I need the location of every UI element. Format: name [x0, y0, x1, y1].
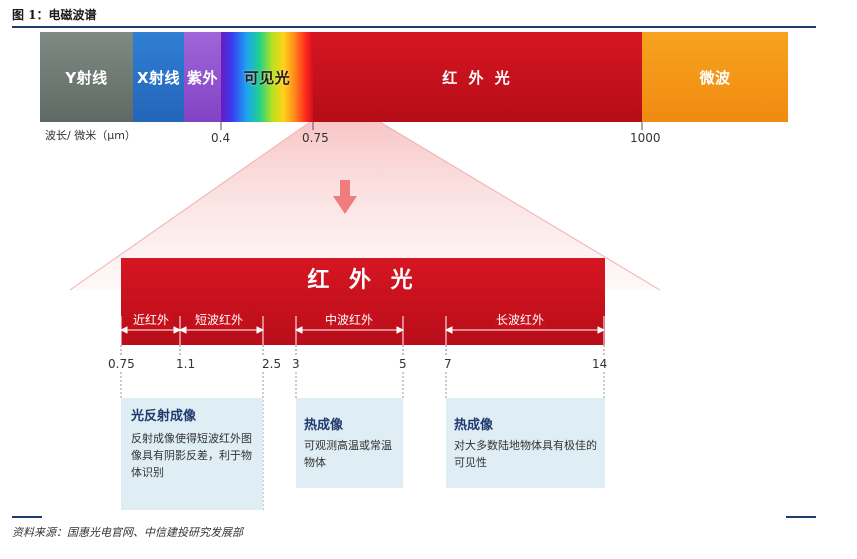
boundary-14: 14 [592, 357, 608, 371]
footer-rule-right [786, 516, 816, 518]
subband-brackets [120, 345, 605, 355]
subband-lwir-label: 长波红外 [494, 311, 547, 328]
band-x-ray: X射线 [133, 32, 184, 122]
boundary-1-1: 1.1 [176, 357, 196, 371]
boundary-2-5: 2.5 [262, 357, 282, 371]
band-microwave-label: 微波 [699, 68, 731, 87]
tick-0-75: 0.75 [302, 131, 329, 145]
band-gamma-ray: Y射线 [40, 32, 133, 122]
band-infrared: 红 外 光 [313, 32, 642, 122]
boundary-3: 3 [292, 357, 300, 371]
card-thermal-imaging-mwir [296, 398, 403, 488]
band-ultraviolet: 紫外 [184, 32, 221, 122]
card-reflective-imaging [121, 398, 263, 510]
card-thermal-long-title: 热成像 [454, 418, 494, 433]
source-note: 资料来源：国惠光电官网、中信建投研究发展部 [12, 526, 243, 539]
card-thermal-mid-title: 热成像 [304, 418, 344, 433]
band-uv-label: 紫外 [186, 68, 218, 87]
footer-rule-left [12, 516, 42, 518]
boundary-0-75: 0.75 [108, 357, 135, 371]
band-gamma-label: Y射线 [65, 68, 108, 87]
infrared-detail-title: 红 外 光 [307, 268, 419, 293]
card-thermal-long-body: 对大多数陆地物体具有极佳的可见性 [454, 439, 597, 469]
wavelength-axis-label: 波长/ 微米（μm） [45, 129, 136, 142]
subband-near-ir-label: 近红外 [131, 311, 172, 328]
figure-title: 图 1：电磁波谱 [12, 8, 97, 22]
subband-mwir-label: 中波红外 [323, 311, 376, 328]
band-ir-label: 红 外 光 [442, 68, 513, 87]
subband-swir-label: 短波红外 [193, 311, 246, 328]
band-xray-label: X射线 [136, 68, 181, 87]
tick-1000: 1000 [630, 131, 661, 145]
band-visible-light: 可见光 [221, 32, 313, 122]
card-reflect-body: 反射成像使得短波红外图像具有阴影反差，利于物体识别 [131, 432, 252, 479]
band-visible-label: 可见光 [243, 68, 291, 87]
card-guide-lines [120, 372, 605, 510]
boundary-5: 5 [399, 357, 407, 371]
band-microwave: 微波 [642, 32, 788, 122]
card-thermal-imaging-lwir [446, 398, 605, 488]
tick-0-4: 0.4 [211, 131, 231, 145]
down-arrow-icon [333, 180, 357, 214]
title-rule [12, 26, 816, 28]
card-reflect-title: 光反射成像 [131, 409, 197, 424]
card-thermal-mid-body: 可观测高温或常温物体 [304, 439, 392, 469]
spectrum-tick-marks [220, 122, 643, 130]
boundary-7: 7 [444, 357, 452, 371]
